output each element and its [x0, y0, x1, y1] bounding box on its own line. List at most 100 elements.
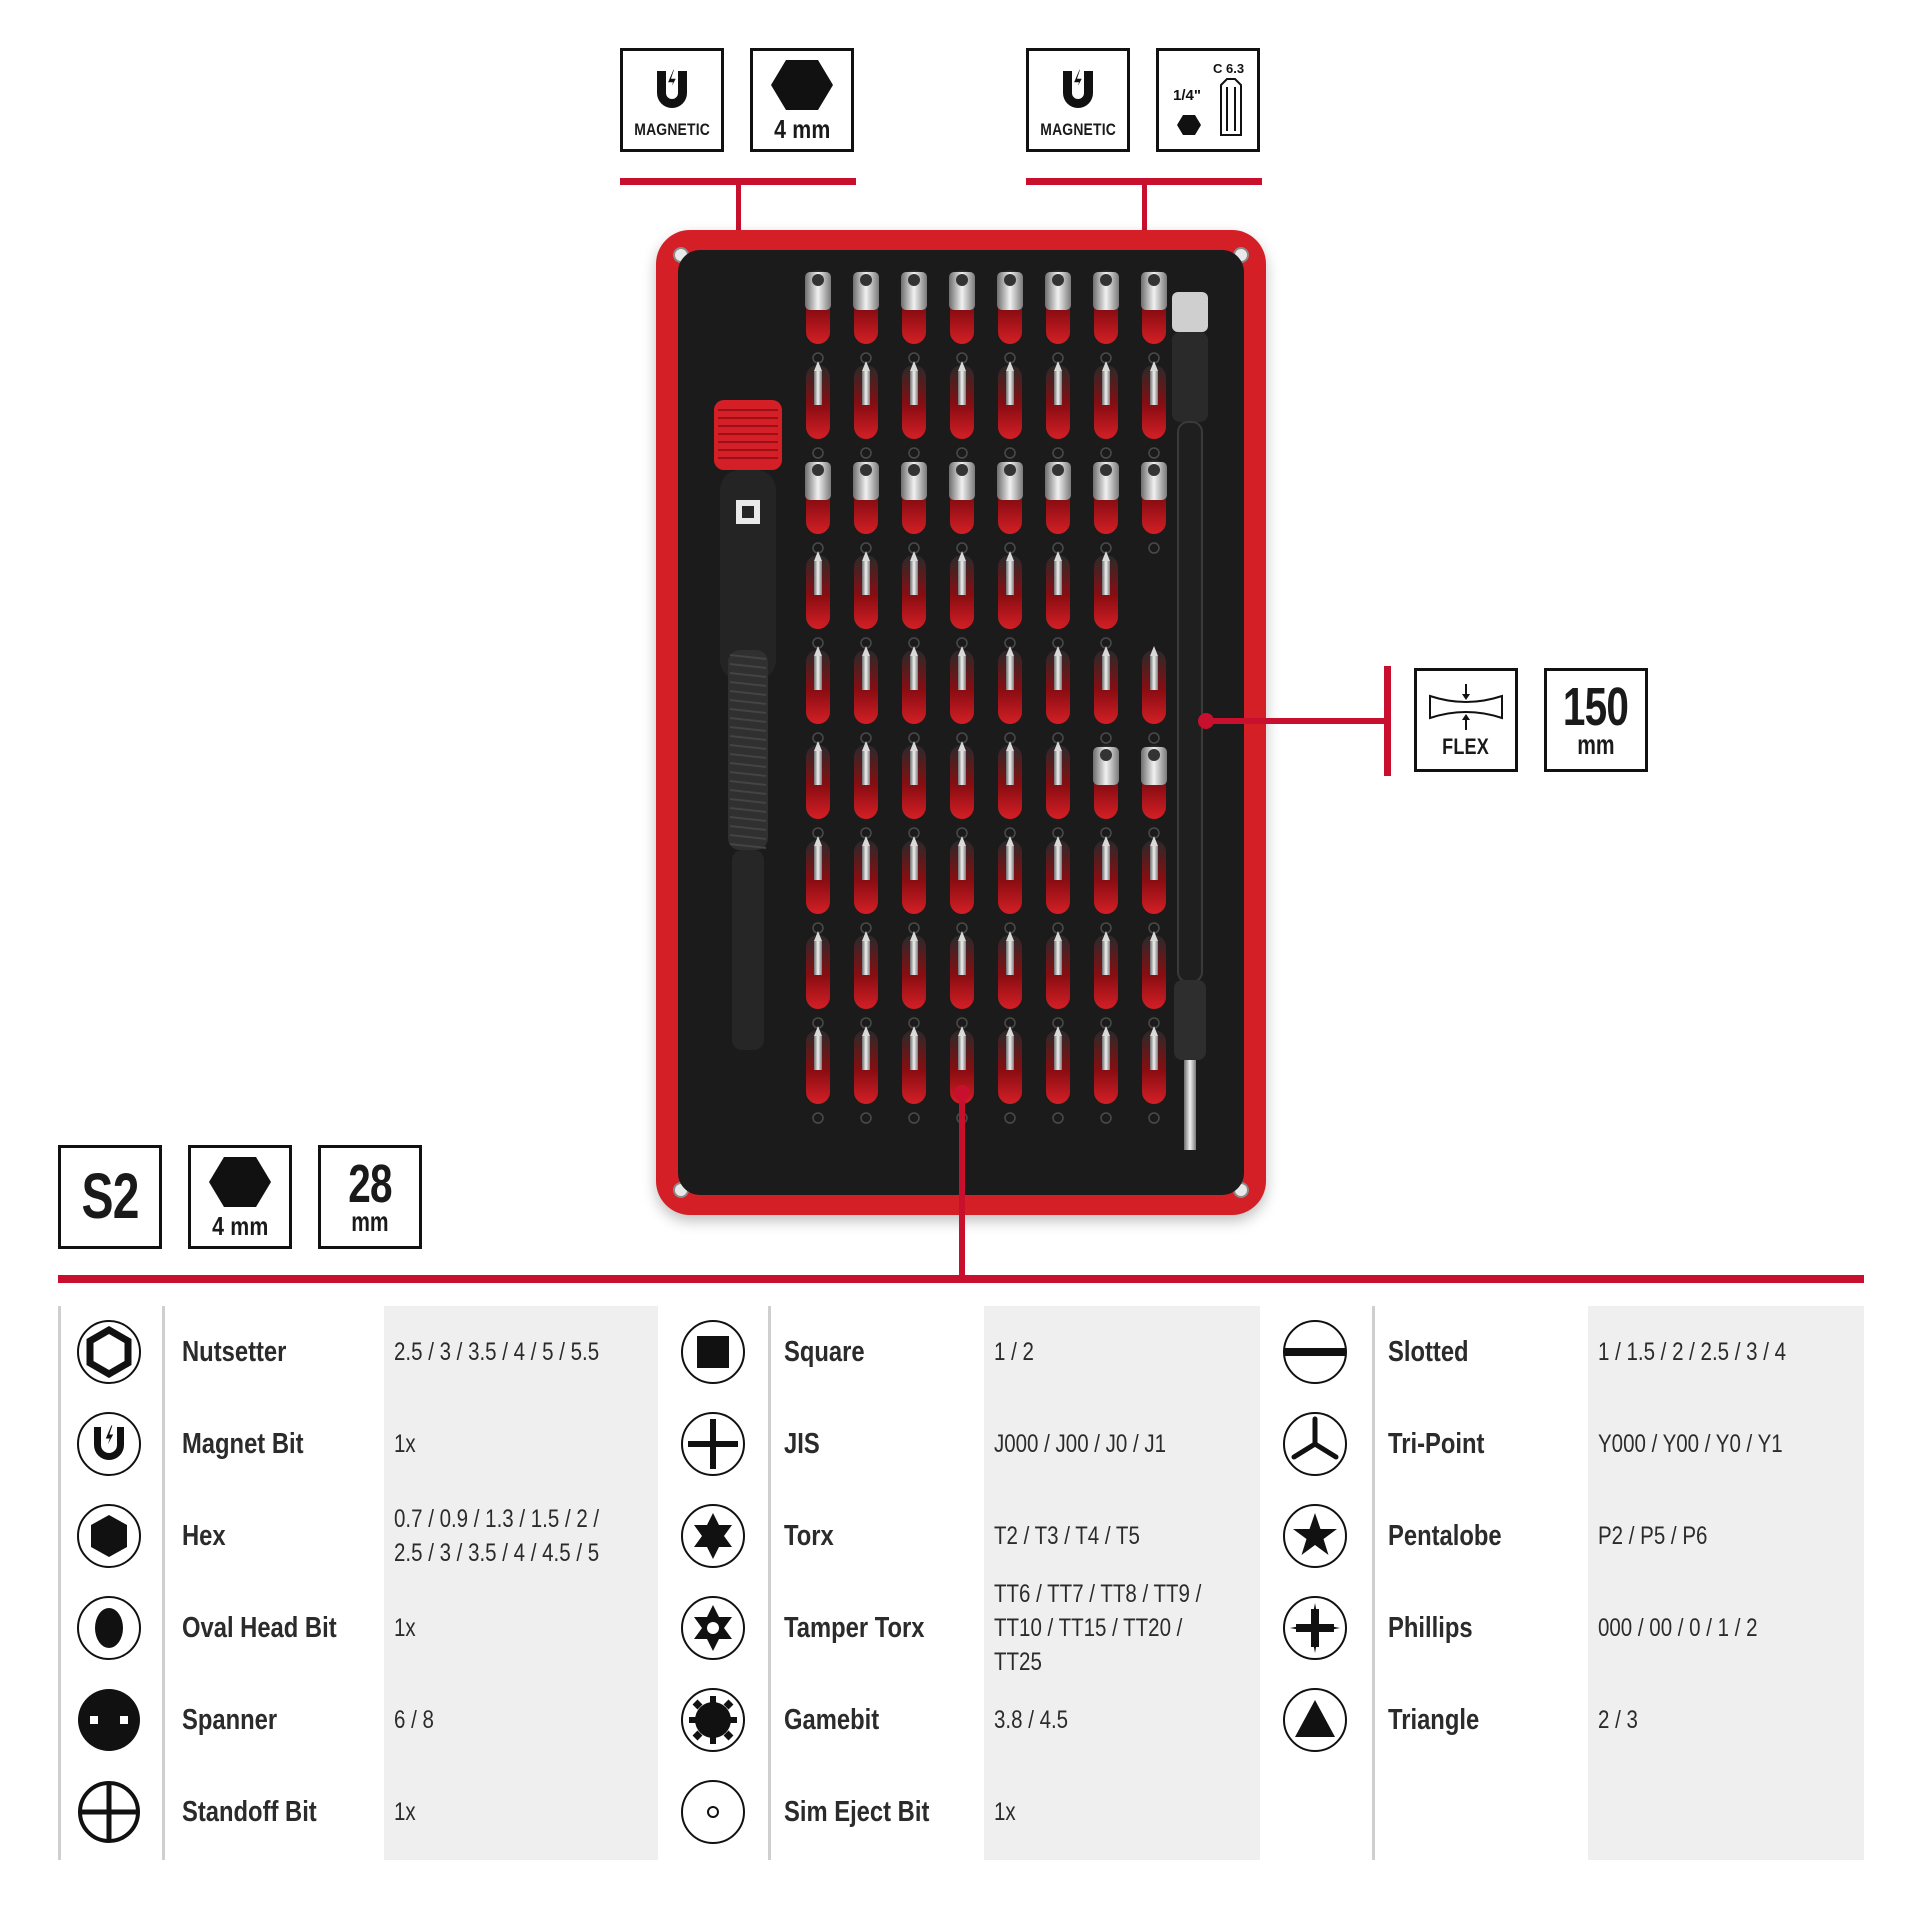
bit-socket-hole — [860, 274, 872, 286]
tri-point-icon — [1283, 1412, 1347, 1476]
bit-tip — [1054, 361, 1062, 371]
column-divider — [1372, 1306, 1375, 1860]
slot-marker — [1052, 1112, 1064, 1124]
magnetic-badge-right: MAGNETIC — [1026, 48, 1130, 152]
driver-grip-knurl — [729, 816, 767, 822]
legend-value: 1 / 2 — [994, 1338, 1034, 1366]
bit-shank — [1102, 656, 1110, 690]
s2-steel-badge: S2 — [58, 1145, 162, 1249]
slot-marker — [860, 447, 872, 459]
legend-row-tamper-torx: Tamper Torx TT6 / TT7 / TT8 / TT9 / TT10… — [660, 1580, 1262, 1676]
bit-shank — [1006, 1036, 1014, 1070]
legend-name: Tri-Point — [1388, 1427, 1485, 1460]
bit-tip — [1006, 741, 1014, 751]
bit-shank — [1054, 846, 1062, 880]
bit-tip — [1006, 836, 1014, 846]
bit-socket-hole — [1052, 464, 1064, 476]
bit-shank — [1102, 371, 1110, 405]
bit-shank — [814, 371, 822, 405]
legend-value: Y000 / Y00 / Y0 / Y1 — [1598, 1430, 1783, 1458]
slot-marker — [908, 1112, 920, 1124]
bit-socket — [901, 462, 927, 500]
driver-grip-knurl — [729, 708, 767, 714]
bit-shank — [862, 1036, 870, 1070]
slot-marker — [1100, 1112, 1112, 1124]
driver-grip-knurl — [729, 672, 767, 678]
bit-shank — [1006, 846, 1014, 880]
pentalobe-icon — [1283, 1504, 1347, 1568]
legend-name: Slotted — [1388, 1335, 1469, 1368]
bit-tip — [910, 1026, 918, 1036]
bit-socket-hole — [1148, 464, 1160, 476]
bit-tip — [958, 1026, 966, 1036]
bit-shank — [1150, 656, 1158, 690]
legend-value: 3.8 / 4.5 — [994, 1706, 1069, 1734]
bit-socket — [853, 462, 879, 500]
legend-name: Oval Head Bit — [182, 1611, 337, 1644]
magnetic-label: MAGNETIC — [634, 119, 710, 139]
legend-row-oval-head: Oval Head Bit 1x — [58, 1582, 658, 1674]
driver-grip-knurl — [729, 762, 767, 768]
legend-column-2: Square 1 / 2 JIS J000 / J00 / J0 / J1 To… — [660, 1306, 1262, 1860]
bit-shank — [910, 751, 918, 785]
legend-value: P2 / P5 / P6 — [1598, 1522, 1708, 1550]
bit-tip — [910, 361, 918, 371]
hexagon-icon — [209, 1157, 271, 1207]
bit-tip — [910, 646, 918, 656]
bit-legend-table: Nutsetter 2.5 / 3 / 3.5 / 4 / 5 / 5.5 Ma… — [58, 1306, 1864, 1860]
sim-eject-icon — [681, 1780, 745, 1844]
flex-bit — [1184, 1060, 1196, 1150]
bit-tip — [862, 931, 870, 941]
bit-socket — [1141, 462, 1167, 500]
bit-socket — [949, 272, 975, 310]
bit-shank — [862, 561, 870, 595]
driver-grip-knurl — [729, 681, 767, 687]
spanner-icon — [78, 1689, 140, 1751]
bit-tip — [862, 1026, 870, 1036]
phillips-icon — [1283, 1596, 1347, 1660]
legend-name: Tamper Torx — [784, 1611, 925, 1644]
bit-tip — [1006, 361, 1014, 371]
bit-shank — [1006, 751, 1014, 785]
legend-row-standoff: Standoff Bit 1x — [58, 1766, 658, 1858]
legend-column-3: Slotted 1 / 1.5 / 2 / 2.5 / 3 / 4 Tri-Po… — [1262, 1306, 1864, 1860]
bit-socket-hole — [956, 464, 968, 476]
bit-tip — [1102, 1026, 1110, 1036]
bit-tip — [1150, 361, 1158, 371]
driver-grip-knurl — [729, 843, 767, 849]
legend-name: Torx — [784, 1519, 834, 1552]
bit-tip — [1054, 646, 1062, 656]
bit-shank — [910, 1036, 918, 1070]
bit-tip — [1006, 931, 1014, 941]
legend-row-sim-eject: Sim Eject Bit 1x — [660, 1766, 1262, 1858]
slot-marker — [860, 1112, 872, 1124]
legend-value: 000 / 00 / 0 / 1 / 2 — [1598, 1614, 1758, 1642]
legend-name: Standoff Bit — [182, 1795, 317, 1828]
bit-shank — [1054, 371, 1062, 405]
legend-value: 1 / 1.5 / 2 / 2.5 / 3 / 4 — [1598, 1338, 1787, 1366]
slot-marker — [1052, 447, 1064, 459]
bit-socket-hole — [1052, 274, 1064, 286]
bit-holder-icon: C 6.3 1/4" — [1173, 61, 1244, 136]
legend-row-hex: Hex 0.7 / 0.9 / 1.3 / 1.5 / 2 / 2.5 / 3 … — [58, 1490, 658, 1582]
gamebit-icon — [681, 1688, 745, 1752]
legend-value: J000 / J00 / J0 / J1 — [994, 1430, 1167, 1458]
bit-shank — [958, 656, 966, 690]
length-28mm-badge: 28 mm — [318, 1145, 422, 1249]
driver-grip-knurl — [729, 699, 767, 705]
flex-head — [1172, 292, 1208, 332]
legend-name: Spanner — [182, 1703, 278, 1736]
bit-socket — [1141, 747, 1167, 785]
bit-tip — [1102, 551, 1110, 561]
bit-tip — [1054, 836, 1062, 846]
bit-socket — [805, 272, 831, 310]
bit-shank — [862, 846, 870, 880]
bit-socket — [997, 462, 1023, 500]
legend-row-jis: JIS J000 / J00 / J0 / J1 — [660, 1398, 1262, 1490]
legend-name: Magnet Bit — [182, 1427, 304, 1460]
bit-tip — [1150, 836, 1158, 846]
legend-row-tri-point: Tri-Point Y000 / Y00 / Y0 / Y1 — [1262, 1398, 1864, 1490]
bit-shank — [1054, 656, 1062, 690]
legend-row-square: Square 1 / 2 — [660, 1306, 1262, 1398]
nutsetter-icon — [77, 1320, 141, 1384]
